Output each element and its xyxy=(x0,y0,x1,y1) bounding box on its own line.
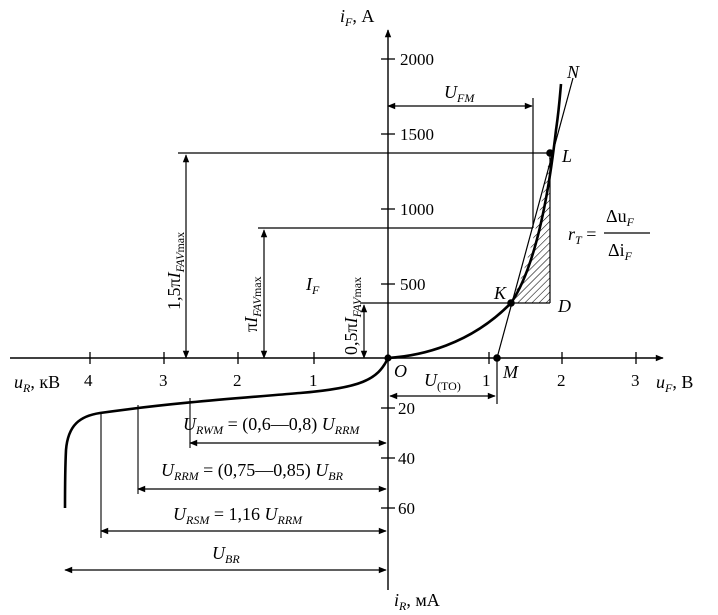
points xyxy=(384,149,554,362)
urwm-label: URWM = (0,6—0,8) URRM xyxy=(183,414,360,437)
tangent-line-mn xyxy=(496,77,574,359)
axes xyxy=(10,29,664,590)
y-neg-tick-labels: 20 40 60 xyxy=(398,399,415,518)
x-pos-axis-title: uF, В xyxy=(656,372,693,395)
uto-dimension xyxy=(389,358,498,404)
svg-text:rT =: rT = xyxy=(568,224,596,247)
tick-label: 20 xyxy=(398,399,415,418)
tick-label: 2000 xyxy=(400,50,434,69)
point-n-label: N xyxy=(566,62,580,82)
hatched-area xyxy=(511,153,550,303)
origin-label: O xyxy=(394,361,407,381)
x-pos-tick-labels: 1 2 3 xyxy=(482,371,640,390)
tick-label: 2 xyxy=(557,371,566,390)
reverse-drop-lines xyxy=(100,398,191,538)
point-d-label: D xyxy=(557,296,571,316)
reverse-dimension-arrows xyxy=(64,439,387,574)
y-neg-axis-title: iR, мА xyxy=(394,590,440,613)
tick-label: 1 xyxy=(309,371,318,390)
ifav-05-label: 0,5πIFAVmax xyxy=(341,277,364,355)
tick-label: 500 xyxy=(400,275,426,294)
ifav-pi-label: πIFAVmax xyxy=(241,276,264,332)
forward-curve xyxy=(387,83,563,360)
x-neg-tick-labels: 1 2 3 4 xyxy=(84,371,318,390)
ursm-label: URSM = 1,16 URRM xyxy=(173,504,303,527)
svg-text:ΔiF: ΔiF xyxy=(608,240,633,263)
point-k-label: K xyxy=(493,283,507,303)
tick-label: 3 xyxy=(159,371,168,390)
tick-label: 3 xyxy=(631,371,640,390)
tick-marks xyxy=(89,58,637,509)
reverse-curve xyxy=(63,357,390,509)
uto-label: U(ТО) xyxy=(424,370,461,393)
point-l-label: L xyxy=(561,146,572,166)
point-m-label: M xyxy=(502,362,519,382)
level-lines xyxy=(178,152,551,304)
tick-label: 40 xyxy=(398,449,415,468)
tick-label: 1500 xyxy=(400,125,434,144)
y-pos-tick-labels: 500 1000 1500 2000 xyxy=(400,50,434,294)
if-label: IF xyxy=(305,274,320,297)
rt-formula: rT = ΔuF ΔiF xyxy=(568,206,650,263)
tick-label: 1000 xyxy=(400,200,434,219)
ufm-dimension xyxy=(387,98,534,228)
y-pos-axis-title: iF, А xyxy=(340,6,374,29)
ufm-label: UFM xyxy=(444,82,475,105)
ifav-dimension-arrows xyxy=(182,154,368,359)
x-neg-axis-title: uR, кВ xyxy=(14,372,60,395)
ubr-label: UBR xyxy=(212,543,240,566)
tick-label: 1 xyxy=(482,371,491,390)
tick-label: 60 xyxy=(398,499,415,518)
tick-label: 4 xyxy=(84,371,93,390)
urrm-label: URRM = (0,75—0,85) UBR xyxy=(161,460,344,483)
svg-text:ΔuF: ΔuF xyxy=(606,206,635,229)
tick-label: 2 xyxy=(233,371,242,390)
ifav-15-label: 1,5πIFAVmax xyxy=(164,232,187,310)
